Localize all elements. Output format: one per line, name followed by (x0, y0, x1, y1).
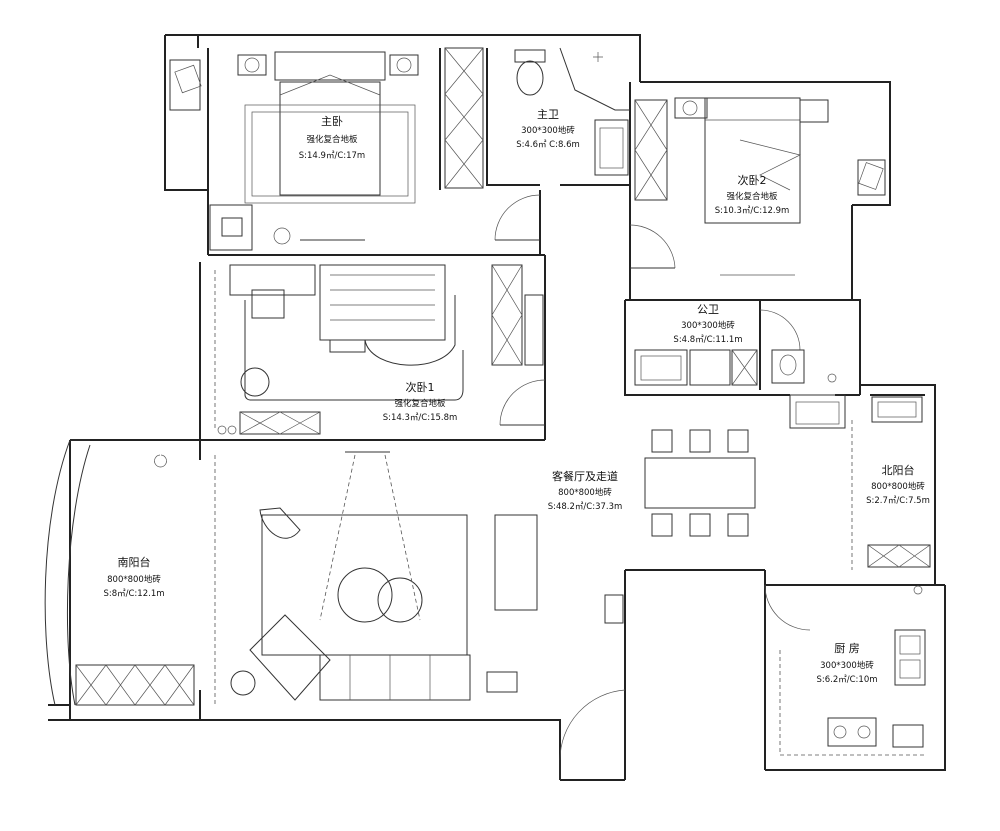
room-floor: 强化复合地板 (726, 191, 778, 202)
south-balcony-storage (75, 454, 195, 706)
bedroom-2-furniture (634, 97, 886, 276)
room-floor: 300*300地砖 (521, 125, 575, 136)
room-floor: 300*300地砖 (681, 320, 735, 331)
master-bedroom-furniture (169, 47, 484, 251)
room-name: 南阳台 (118, 555, 151, 569)
public-bath-fixtures (634, 309, 846, 429)
room-area: S:4.8㎡/C:11.1m (673, 335, 742, 345)
entrance-door (559, 594, 626, 780)
room-label-bedroom-2: 次卧2 强化复合地板 S:10.3㎡/C:12.9m (715, 173, 790, 216)
room-floor: 强化复合地板 (306, 134, 358, 145)
room-area: S:8㎡/C:12.1m (103, 589, 164, 599)
room-label-south-balcony: 南阳台 800*800地砖 S:8㎡/C:12.1m (103, 555, 164, 599)
room-area: S:4.6㎡ C:8.6m (516, 140, 580, 150)
walls (48, 34, 946, 781)
master-bath-fixtures (514, 47, 630, 176)
room-label-living-dining: 客餐厅及走道 800*800地砖 S:48.2㎡/C:37.3m (548, 469, 623, 512)
room-area: S:14.3㎡/C:15.8m (383, 413, 458, 423)
door-arcs-upper (494, 194, 676, 269)
room-name: 次卧2 (738, 173, 767, 187)
south-balcony-glazing (44, 439, 91, 706)
room-label-bedroom-1: 次卧1 强化复合地板 S:14.3㎡/C:15.8m (383, 380, 458, 423)
bedroom-1-furniture (214, 264, 546, 435)
room-area: S:2.7㎡/C:7.5m (866, 496, 930, 506)
room-name: 次卧1 (406, 380, 435, 394)
room-name: 主卫 (537, 108, 559, 121)
room-label-master-bedroom: 主卧 强化复合地板 S:14.9㎡/C:17m (299, 115, 365, 161)
room-floor: 强化复合地板 (394, 398, 446, 409)
room-name: 公卫 (697, 303, 719, 316)
living-dining-furniture (214, 429, 756, 705)
room-area: S:6.2㎡/C:10m (816, 675, 877, 685)
room-name: 厨 房 (834, 642, 860, 655)
room-label-public-bath: 公卫 300*300地砖 S:4.8㎡/C:11.1m (673, 303, 742, 345)
room-label-kitchen: 厨 房 300*300地砖 S:6.2㎡/C:10m (816, 642, 877, 685)
room-floor: 800*800地砖 (558, 487, 612, 498)
room-label-north-balcony: 北阳台 800*800地砖 S:2.7㎡/C:7.5m (866, 463, 930, 506)
north-balcony-fixtures (851, 396, 931, 570)
room-area: S:48.2㎡/C:37.3m (548, 502, 623, 512)
kitchen-fixtures (764, 584, 926, 756)
room-floor: 300*300地砖 (820, 660, 874, 671)
room-name: 客餐厅及走道 (552, 469, 618, 483)
room-area: S:10.3㎡/C:12.9m (715, 206, 790, 216)
room-floor: 800*800地砖 (107, 574, 161, 585)
room-name: 北阳台 (882, 463, 915, 477)
room-floor: 800*800地砖 (871, 481, 925, 492)
room-name: 主卧 (321, 115, 343, 128)
room-area: S:14.9㎡/C:17m (299, 151, 365, 161)
room-label-master-bath: 主卫 300*300地砖 S:4.6㎡ C:8.6m (516, 108, 580, 150)
